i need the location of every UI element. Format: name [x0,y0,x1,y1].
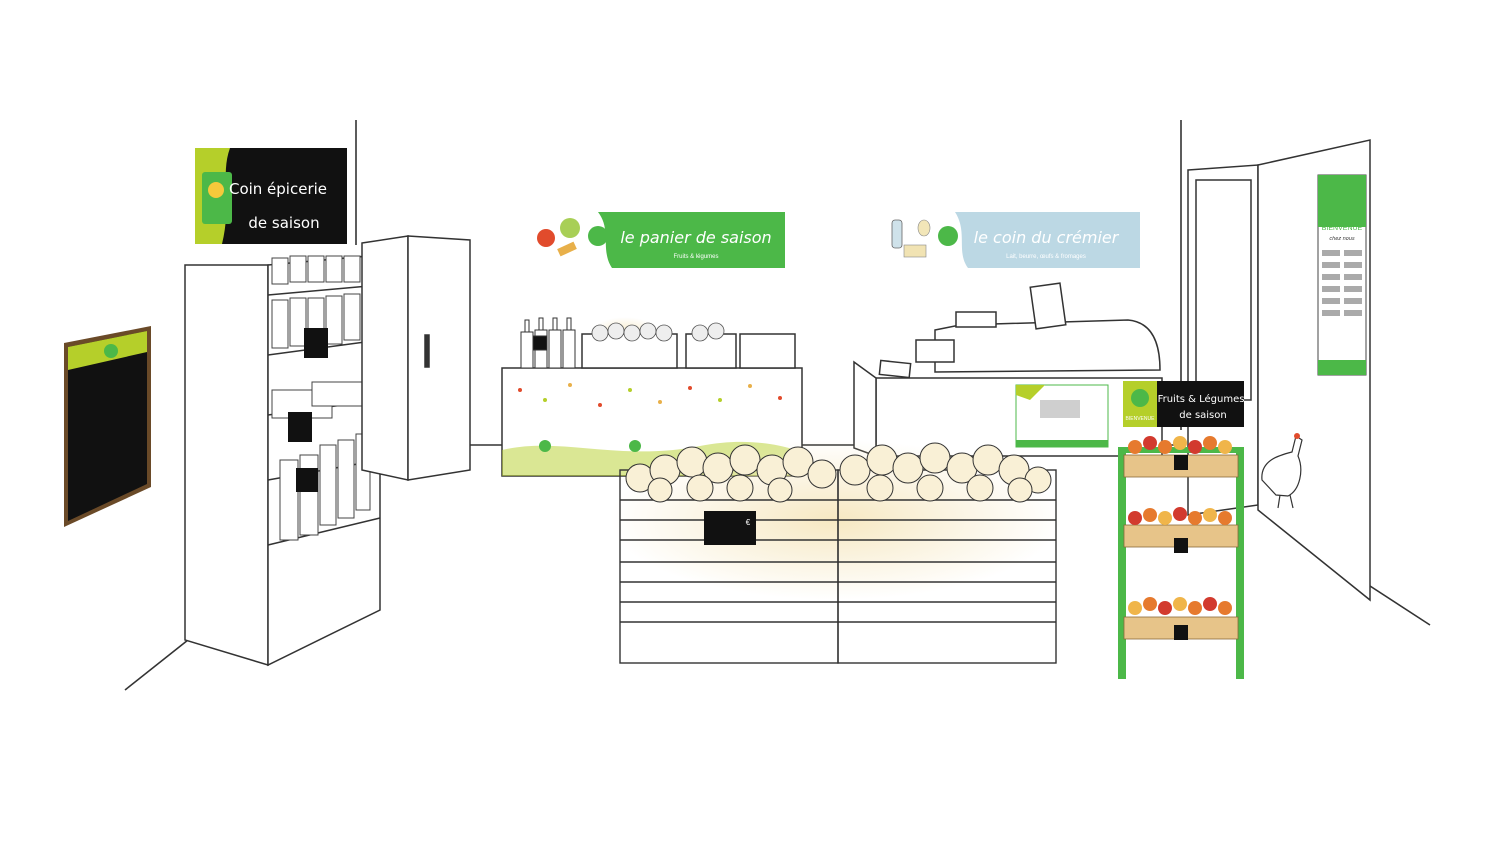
sign-fruits: BIENVENUE Fruits & Légumes de saison [1123,381,1244,427]
counter-bottles [520,317,576,369]
flower-logo-icon [588,226,608,246]
door-poster: BIENVENUE chez nous [1317,174,1367,376]
sign-fruits-line2: de saison [1179,410,1226,421]
sign-epicerie-line2: de saison [248,214,319,232]
sign-panier-title: le panier de saison [620,228,771,247]
sign-panier: le panier de saison Fruits & légumes [528,212,785,268]
sign-epicerie-line1: Coin épicerie [229,180,327,198]
lettuce-icon [560,218,580,238]
logo-line1: BIENVENUE [1126,416,1156,422]
crate-price-tag: € [704,511,756,545]
sign-panier-subtitle: Fruits & légumes [673,254,718,260]
crate-produce-pile [625,442,1052,503]
sign-fruits-line1: Fruits & Légumes [1158,393,1245,405]
fruit-rack [1118,436,1244,679]
fridge-door [361,235,471,481]
counter-poster [1015,384,1109,448]
flower-logo-icon [1131,389,1149,407]
rooster-icon [1261,433,1303,509]
cheese-counter [853,282,1163,458]
egg-icon [917,219,931,237]
sign-cremier: le coin du crémier Lait, beurre, œufs & … [883,212,1140,268]
tomato-icon [537,229,555,247]
sign-epicerie: Coin épicerie de saison [195,148,347,244]
flower-logo-icon [208,182,224,198]
flower-logo-icon [104,344,118,358]
grocery-shelving [184,254,381,667]
bottle-icon [891,219,903,249]
shelf-price-tags [288,328,328,492]
door-poster-title: BIENVENUE [1322,225,1363,232]
wall-chalkboard [64,326,151,527]
sign-cremier-title: le coin du crémier [974,228,1120,247]
price-tag-symbol: € [746,518,751,527]
door-poster-subtitle: chez nous [1329,236,1355,242]
cheese-icon [903,244,927,258]
counter-produce [591,322,725,342]
flower-logo-icon [938,226,958,246]
sign-cremier-subtitle: Lait, beurre, œufs & fromages [1006,254,1086,260]
